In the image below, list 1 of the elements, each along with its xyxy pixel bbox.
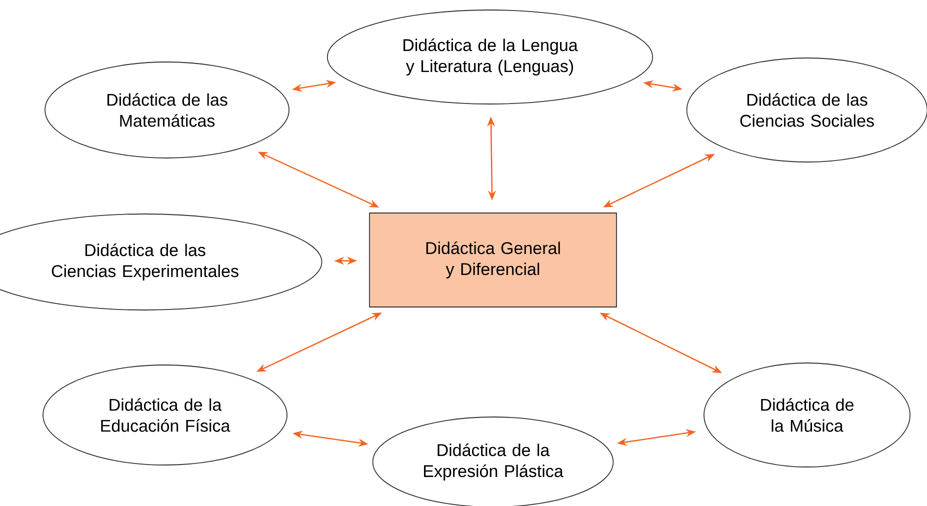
central-box: Didáctica General y Diferencial (369, 212, 617, 308)
